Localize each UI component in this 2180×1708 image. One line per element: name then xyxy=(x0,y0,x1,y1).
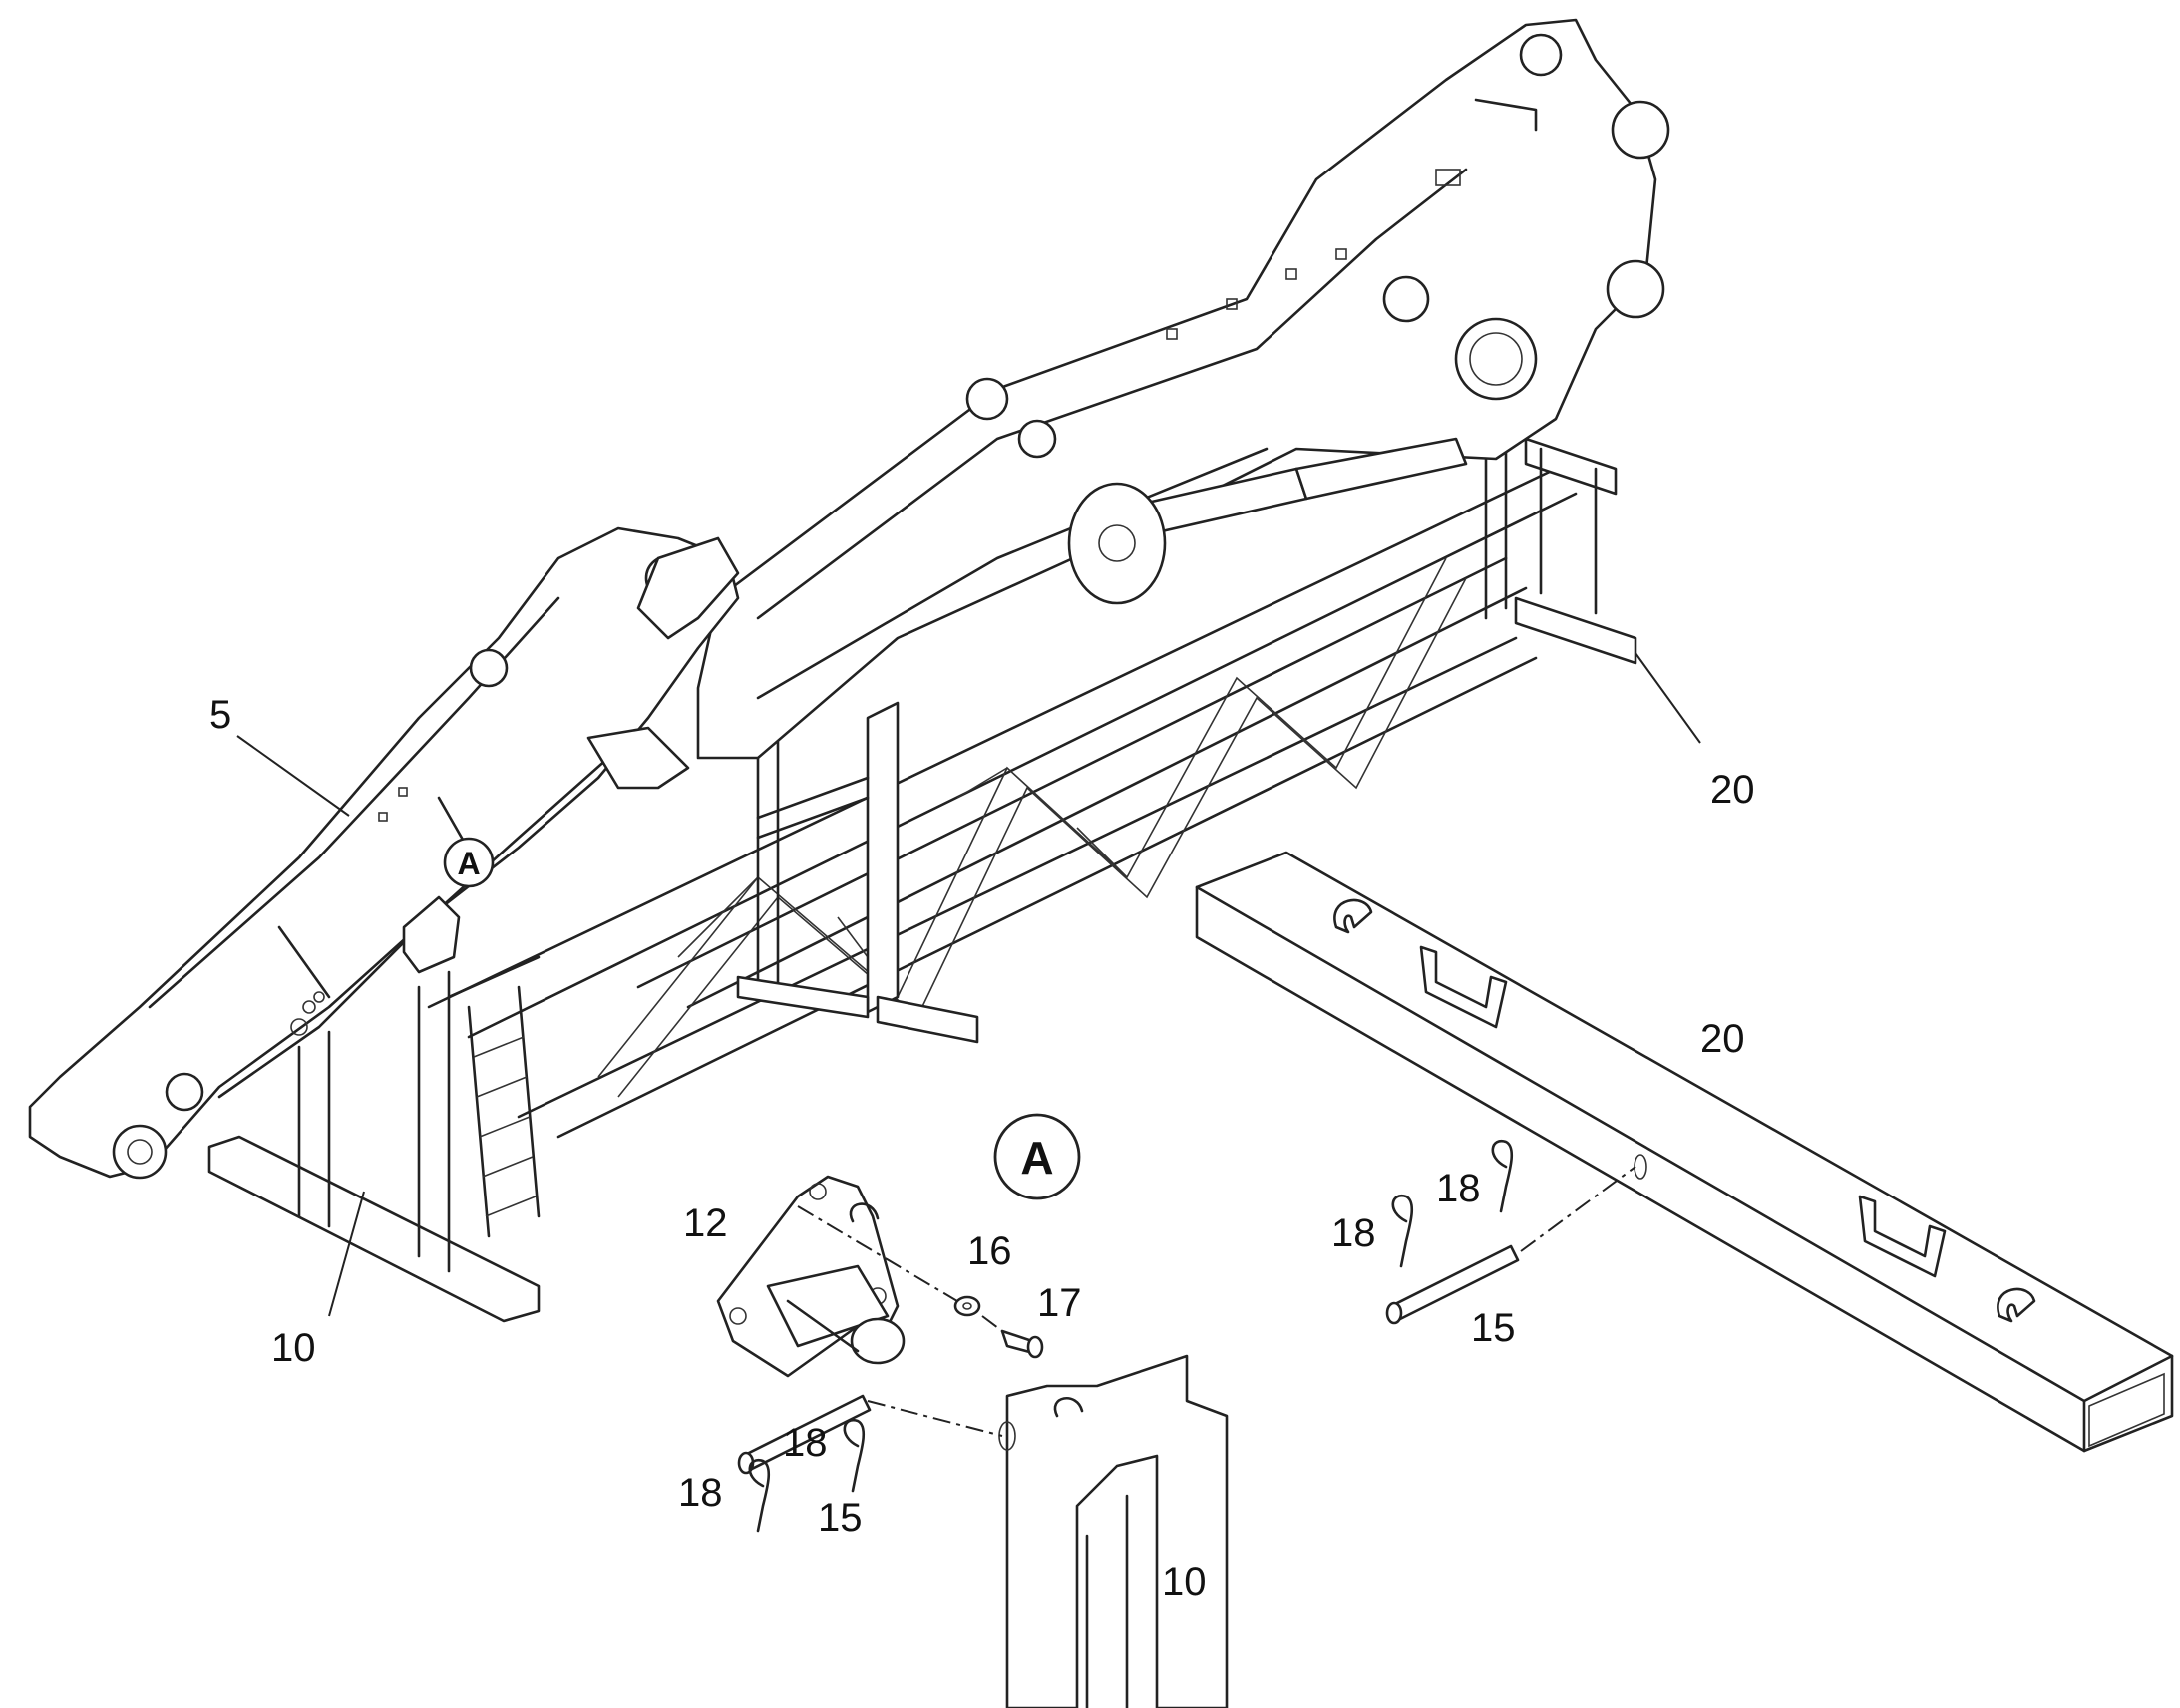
hardware xyxy=(737,1139,1520,1533)
callout-20-top: 20 xyxy=(1710,768,1755,812)
stick-arm xyxy=(28,526,740,1180)
boom xyxy=(696,18,1670,760)
callout-10-detail: 10 xyxy=(1162,1560,1207,1604)
detail-marker-label: A xyxy=(457,846,480,881)
callout-15-left: 15 xyxy=(818,1496,863,1539)
callout-18-a: 18 xyxy=(783,1421,828,1465)
callout-20-beam: 20 xyxy=(1700,1017,1745,1061)
callout-18-b: 18 xyxy=(678,1471,723,1515)
callout-18-d: 18 xyxy=(1331,1211,1376,1255)
callout-5: 5 xyxy=(209,693,231,737)
stick-holes xyxy=(290,787,408,1036)
callouts: 5 10 20 20 12 16 17 18 18 18 18 15 15 10 xyxy=(209,693,1755,1604)
detail-a-lock-plate xyxy=(716,1175,906,1378)
detail-title-a: A xyxy=(993,1113,1081,1200)
callout-15-right: 15 xyxy=(1471,1306,1516,1350)
callout-12: 12 xyxy=(683,1201,728,1245)
callout-17: 17 xyxy=(1037,1281,1082,1325)
detail-title-label: A xyxy=(1020,1132,1053,1184)
callout-18-c: 18 xyxy=(1436,1167,1481,1210)
leader-lines xyxy=(236,652,1701,1317)
callout-16: 16 xyxy=(967,1229,1012,1273)
detail-marker-a: A xyxy=(443,837,495,888)
support-beam xyxy=(1195,851,2174,1453)
front-stand xyxy=(207,955,541,1323)
detail-stand-leg xyxy=(998,1354,1229,1708)
truss-stand xyxy=(427,427,1637,1139)
callout-10-stand: 10 xyxy=(271,1326,316,1370)
